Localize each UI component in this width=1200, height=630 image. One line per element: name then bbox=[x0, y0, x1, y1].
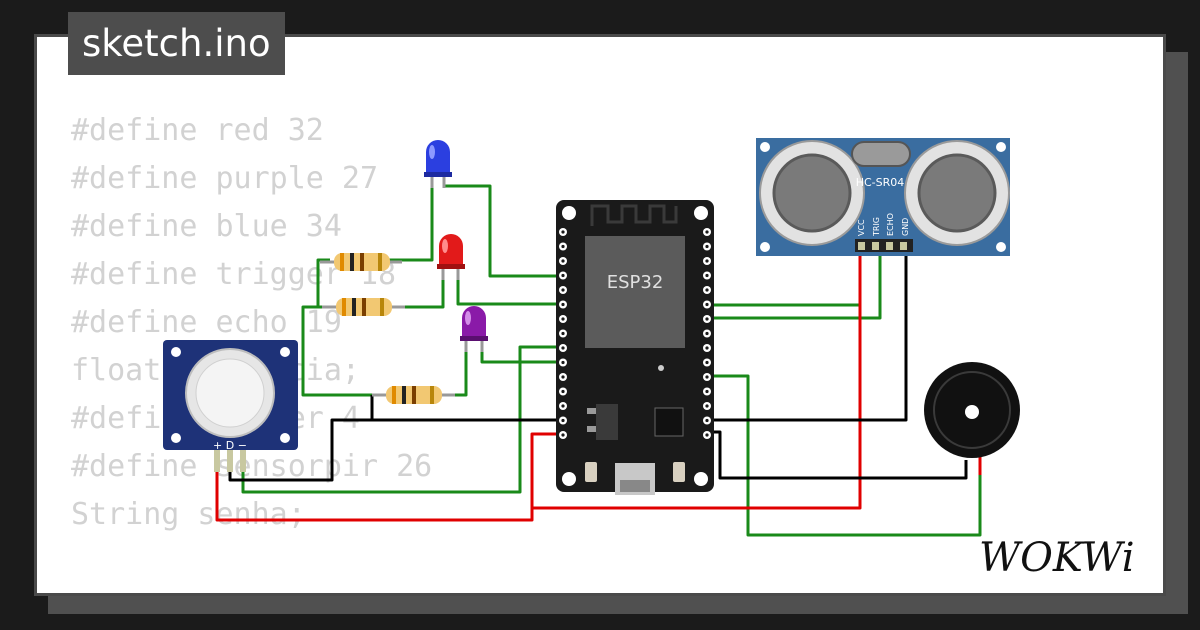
esp32-pin-hole bbox=[705, 418, 709, 423]
esp32-pin-hole bbox=[705, 273, 709, 278]
hc-sr04-sensor[interactable]: HC-SR04 VCC TRIG ECHO GND bbox=[756, 138, 1010, 256]
resistor-2 bbox=[322, 298, 405, 316]
esp32-pin-hole bbox=[705, 360, 709, 365]
wire-resistor-bus bbox=[316, 258, 330, 309]
wire-purple-led-resistor bbox=[442, 350, 468, 397]
wire-pir-gnd bbox=[228, 418, 563, 482]
resistor-3 bbox=[372, 386, 455, 404]
esp32-pin-hole bbox=[705, 331, 709, 336]
esp32-pin-hole bbox=[705, 259, 709, 263]
esp32-pin-hole bbox=[561, 317, 565, 321]
code-line: #define purple 27 bbox=[71, 161, 379, 196]
esp32-pin-hole bbox=[561, 433, 565, 437]
code-line: String senha; bbox=[71, 497, 306, 532]
sonar-pin-vcc: VCC bbox=[857, 219, 866, 236]
led-purple[interactable] bbox=[460, 306, 488, 352]
led-blue[interactable] bbox=[424, 140, 452, 188]
sonar-pin-echo: ECHO bbox=[886, 213, 895, 236]
wire-buzzer-gnd bbox=[709, 430, 968, 480]
esp32-pin-hole bbox=[705, 317, 709, 321]
code-line: #define echo 19 bbox=[71, 305, 342, 340]
esp32-pin-hole bbox=[561, 331, 565, 336]
esp32-pin-hole bbox=[561, 302, 565, 307]
wire-pir-data bbox=[241, 345, 563, 494]
esp32-pin-hole bbox=[705, 433, 709, 437]
sonar-pin-gnd: GND bbox=[901, 218, 910, 236]
wire-blue-led-resistor bbox=[345, 186, 434, 262]
esp32-pin-hole bbox=[561, 259, 565, 263]
wire-blue-led bbox=[443, 184, 563, 278]
wire-buzzer-signal bbox=[709, 374, 982, 537]
esp32-pin-hole bbox=[561, 346, 565, 350]
esp32-pin-hole bbox=[561, 360, 565, 365]
code-background: #define red 32 #define purple 27 #define b… bbox=[71, 107, 432, 593]
esp32-pin-hole bbox=[561, 230, 565, 234]
code-line: #define blue 34 bbox=[71, 209, 342, 244]
esp32-board[interactable]: ESP32 bbox=[556, 200, 714, 495]
wire-sonar-vcc bbox=[532, 252, 862, 510]
wire-echo bbox=[709, 252, 882, 320]
esp32-pin-hole bbox=[705, 288, 709, 292]
esp32-pin-hole bbox=[561, 244, 565, 249]
sonar-label: HC-SR04 bbox=[856, 176, 905, 189]
code-line: #define red 32 bbox=[71, 113, 324, 148]
wire-sonar-gnd bbox=[709, 252, 908, 422]
esp32-pin-hole bbox=[561, 375, 565, 379]
led-red[interactable] bbox=[437, 234, 465, 280]
esp32-pin-headers bbox=[559, 228, 711, 439]
wire-pir-vcc bbox=[215, 432, 563, 522]
pir-pin-labels: + D − bbox=[213, 439, 247, 452]
resistor-1 bbox=[320, 253, 402, 271]
esp32-pin-hole bbox=[705, 404, 709, 408]
pir-sensor[interactable]: + D − bbox=[163, 340, 298, 472]
wire-trig bbox=[709, 252, 862, 307]
esp32-pin-hole bbox=[561, 273, 565, 278]
wire-red-led-resistor bbox=[405, 278, 445, 309]
file-title[interactable]: sketch.ino bbox=[68, 12, 285, 75]
esp32-pin-hole bbox=[561, 389, 565, 394]
esp32-pin-hole bbox=[561, 288, 565, 292]
wokwi-logo-text: WOKWi bbox=[979, 535, 1135, 581]
esp32-pin-hole bbox=[705, 244, 709, 249]
esp32-pin-hole bbox=[705, 375, 709, 379]
esp32-pin-hole bbox=[705, 389, 709, 394]
buzzer[interactable] bbox=[924, 362, 1020, 458]
esp32-pin-hole bbox=[561, 418, 565, 423]
sonar-pin-trig: TRIG bbox=[872, 217, 881, 237]
esp32-label: ESP32 bbox=[607, 272, 664, 293]
wire-purple-led bbox=[480, 350, 563, 364]
wire-red-led bbox=[456, 278, 563, 306]
esp32-pin-hole bbox=[705, 302, 709, 307]
wokwi-logo: WOKWi bbox=[979, 535, 1135, 581]
esp32-pin-hole bbox=[705, 230, 709, 234]
esp32-pin-hole bbox=[705, 346, 709, 350]
wire-resistor-bus-2 bbox=[301, 305, 388, 397]
esp32-pin-hole bbox=[561, 404, 565, 408]
